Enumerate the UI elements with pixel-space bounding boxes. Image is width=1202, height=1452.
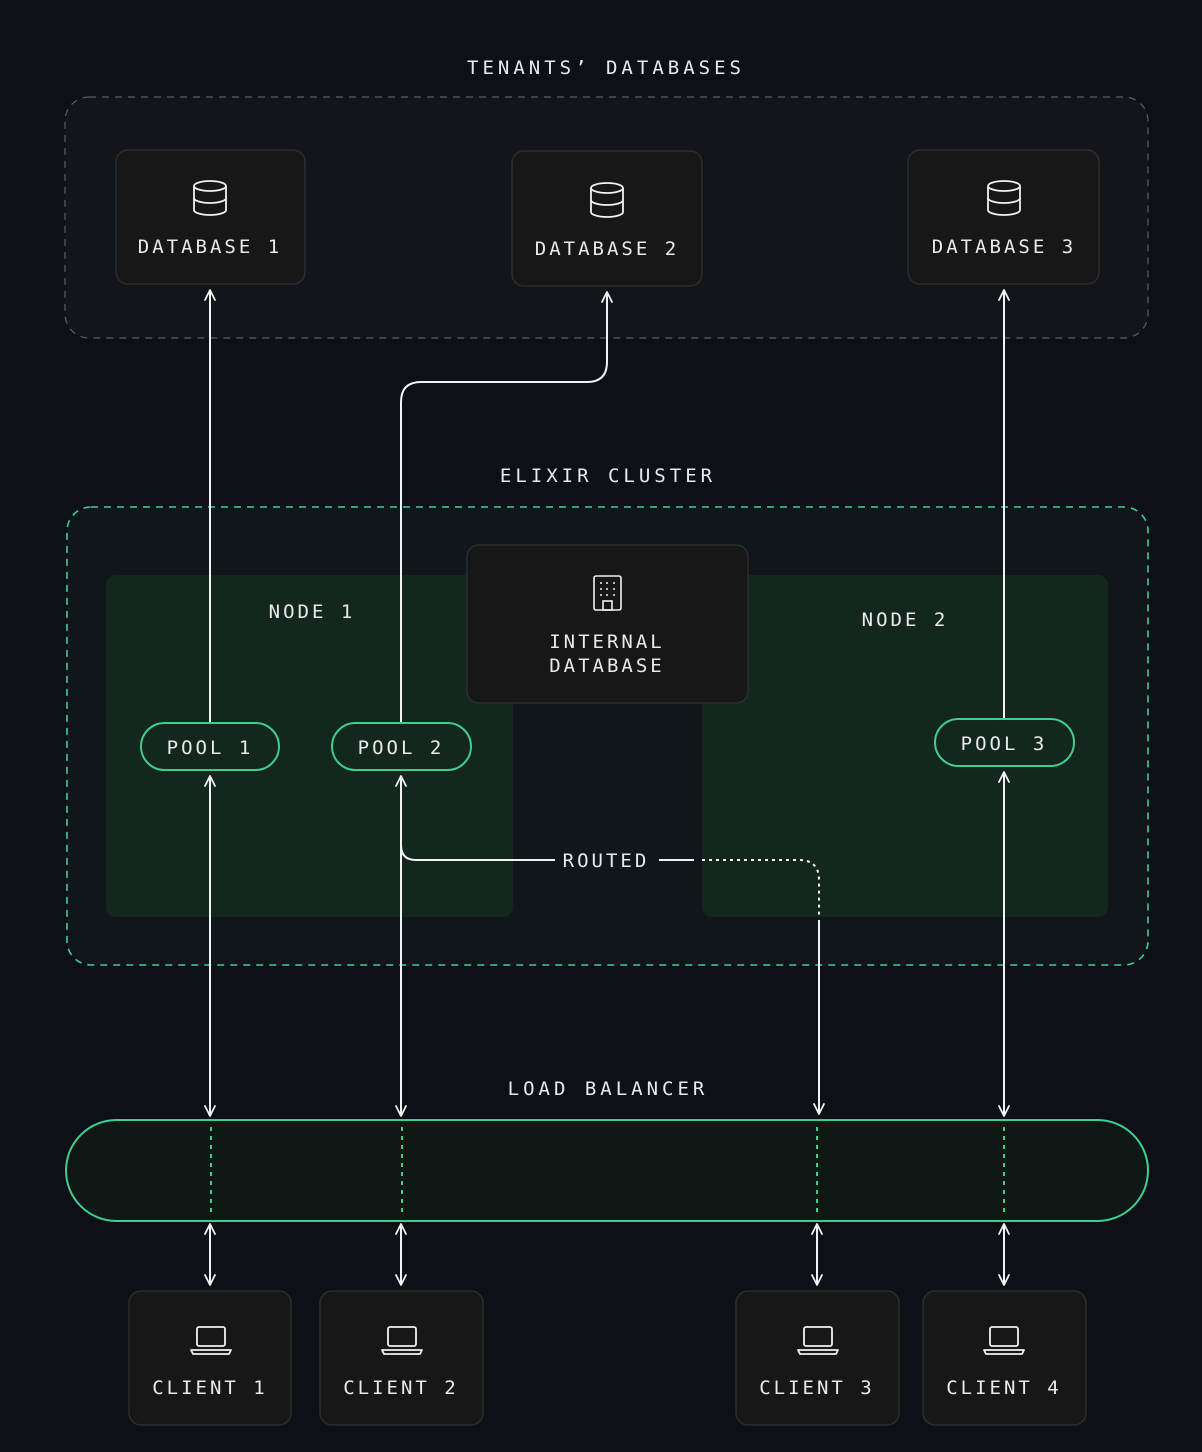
- client-3-box[interactable]: CLIENT 3: [735, 1290, 900, 1426]
- elixir-cluster-title: ELIXIR CLUSTER: [500, 465, 716, 487]
- database-icon: [987, 180, 1021, 216]
- client-1-label: CLIENT 1: [152, 1377, 268, 1399]
- database-3-label: DATABASE 3: [932, 236, 1076, 258]
- internal-database-label-line-1: INTERNAL: [549, 631, 665, 653]
- load-balancer-title: LOAD BALANCER: [508, 1078, 709, 1100]
- laptop-icon: [381, 1326, 423, 1355]
- client-4-box[interactable]: CLIENT 4: [922, 1290, 1087, 1426]
- client-3-label: CLIENT 3: [759, 1377, 875, 1399]
- laptop-icon: [797, 1326, 839, 1355]
- routed-line-dotted: [702, 859, 820, 915]
- node-1-label: NODE 1: [269, 601, 356, 623]
- pool-2[interactable]: POOL 2: [331, 722, 472, 771]
- pool-3-label: POOL 3: [961, 733, 1048, 755]
- client-1-box[interactable]: CLIENT 1: [128, 1290, 292, 1426]
- tenants-databases-title: TENANTS’ DATABASES: [467, 57, 745, 79]
- building-icon: [593, 575, 622, 611]
- internal-database-box[interactable]: INTERNAL DATABASE: [466, 544, 749, 704]
- node-2-label: NODE 2: [862, 609, 949, 631]
- database-icon: [590, 182, 624, 218]
- client-2-box[interactable]: CLIENT 2: [319, 1290, 484, 1426]
- database-2-box[interactable]: DATABASE 2: [511, 150, 703, 287]
- pool-1[interactable]: POOL 1: [140, 722, 280, 771]
- pool-2-to-database-2-line: [400, 291, 613, 722]
- database-3-box[interactable]: DATABASE 3: [907, 149, 1100, 285]
- laptop-icon: [983, 1326, 1025, 1355]
- laptop-icon: [190, 1326, 232, 1355]
- routed-line-solid-left: [400, 844, 555, 861]
- internal-database-label-line-2: DATABASE: [549, 655, 665, 677]
- routed-label: ROUTED: [563, 850, 650, 872]
- client-2-label: CLIENT 2: [343, 1377, 459, 1399]
- database-1-box[interactable]: DATABASE 1: [115, 149, 306, 285]
- client-4-label: CLIENT 4: [946, 1377, 1062, 1399]
- pool-3[interactable]: POOL 3: [934, 718, 1075, 767]
- database-1-label: DATABASE 1: [138, 236, 282, 258]
- database-2-label: DATABASE 2: [535, 238, 679, 260]
- pool-2-label: POOL 2: [358, 737, 445, 759]
- pool-1-label: POOL 1: [167, 737, 254, 759]
- load-balancer: [65, 1119, 1149, 1222]
- database-icon: [193, 180, 227, 216]
